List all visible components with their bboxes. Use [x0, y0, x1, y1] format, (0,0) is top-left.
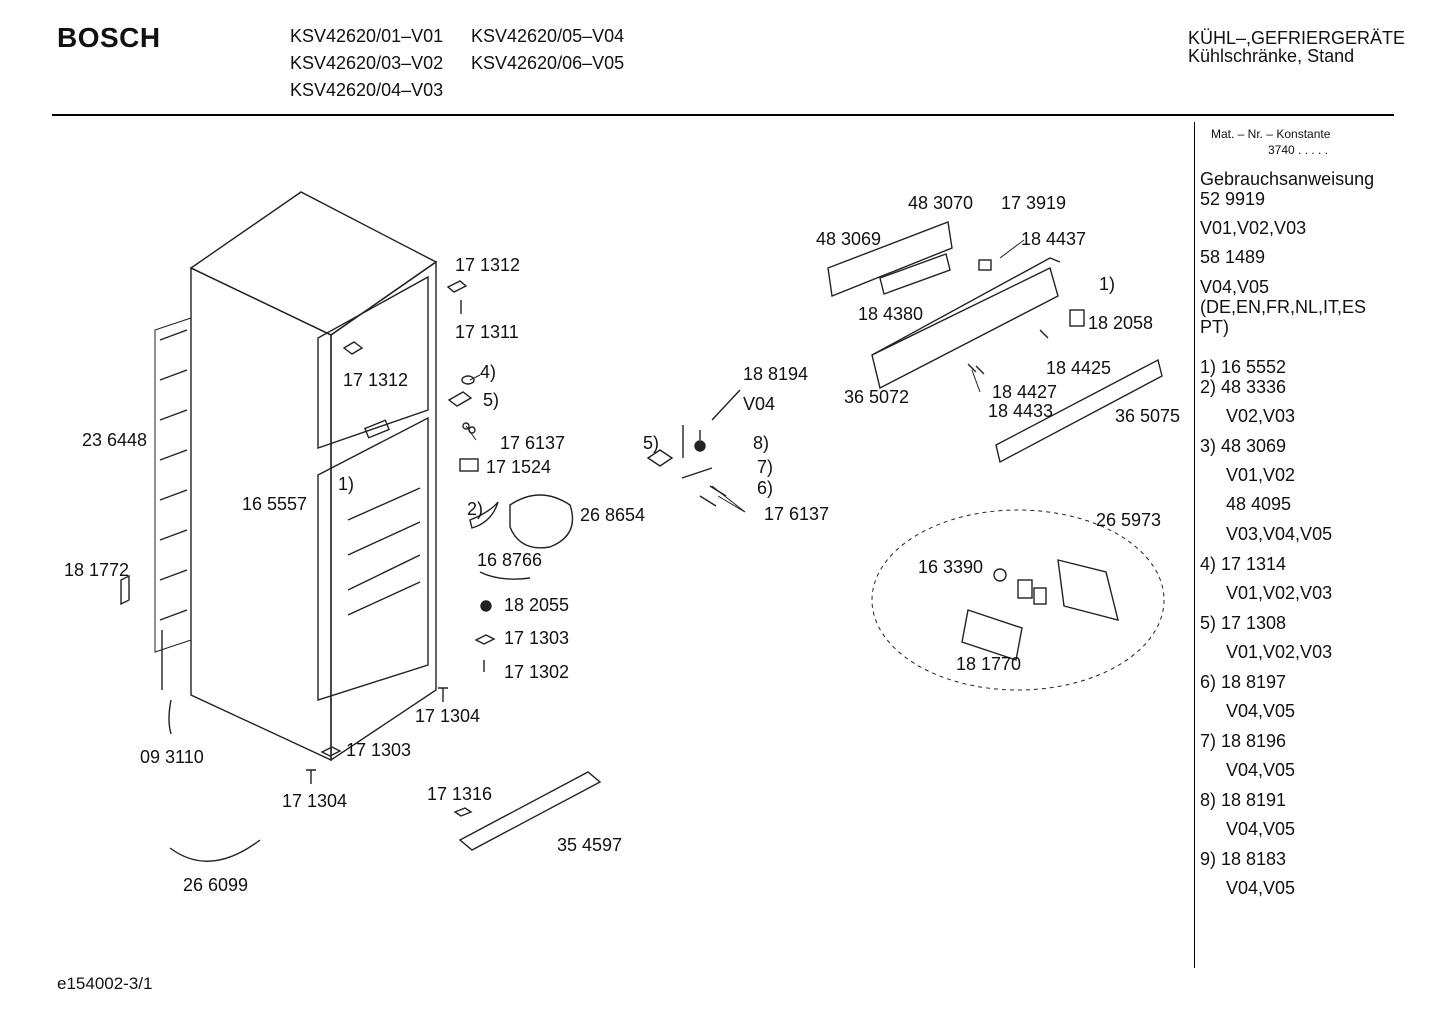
sidebar-line: V04,V05: [1226, 760, 1296, 780]
sidebar-line: V02,V03: [1226, 406, 1296, 426]
part-label: 17 1312: [343, 370, 409, 390]
part-label: 18 8194: [743, 364, 809, 384]
fridge-cabinet: [154, 191, 438, 762]
part-label: 17 6137: [500, 433, 566, 453]
sidebar-line: V04,V05: [1226, 819, 1296, 839]
part-label: 09 3110: [140, 747, 204, 767]
model-number: KSV42620/05–V04: [471, 26, 625, 46]
part-label: 17 1312: [455, 255, 521, 275]
lamp-parts: [961, 559, 1119, 661]
sidebar-line: 7) 18 8196: [1200, 731, 1287, 751]
part-label: 2): [467, 499, 484, 519]
part-label: 6): [757, 478, 774, 498]
sidebar-line: 4) 17 1314: [1200, 554, 1287, 574]
sidebar-line: (DE,EN,FR,NL,IT,ES: [1200, 297, 1367, 317]
part-label: 48 3070: [908, 193, 974, 213]
part-label: 17 6137: [764, 504, 830, 524]
sidebar-line: V01,V02,V03: [1226, 583, 1333, 603]
small-parts-left: [120, 280, 602, 862]
part-label: 1): [1099, 274, 1116, 294]
mat-number-value: 3740 . . . . .: [1268, 143, 1329, 157]
sidebar-line: 8) 18 8191: [1200, 790, 1287, 810]
part-label: 18 4425: [1046, 358, 1112, 378]
part-label: 17 1316: [427, 784, 493, 804]
model-number: KSV42620/06–V05: [471, 53, 625, 73]
sidebar-line: V04,V05: [1226, 701, 1296, 721]
part-label: 17 1304: [415, 706, 481, 726]
sidebar-line: 3) 48 3069: [1200, 436, 1287, 456]
part-label: 26 5973: [1096, 510, 1162, 530]
sidebar-line: 6) 18 8197: [1200, 672, 1287, 692]
part-label: 17 1303: [504, 628, 570, 648]
model-number: KSV42620/03–V02: [290, 53, 444, 73]
sidebar-line: V04,V05: [1200, 277, 1270, 297]
part-label: 26 8654: [580, 505, 646, 525]
part-label: 7): [757, 457, 774, 477]
part-label: 17 1524: [486, 457, 552, 477]
part-label: 17 1304: [282, 791, 348, 811]
part-label: 36 5075: [1115, 406, 1181, 426]
part-label: 18 2058: [1088, 313, 1154, 333]
sidebar-line: V01,V02,V03: [1200, 218, 1307, 238]
part-label: 8): [753, 433, 770, 453]
footer-code: e154002-3/1: [57, 974, 153, 993]
sidebar-line: 52 9919: [1200, 189, 1266, 209]
part-label: 18 4380: [858, 304, 924, 324]
sidebar-line: Gebrauchsanweisung: [1200, 169, 1375, 189]
part-label: 48 3069: [816, 229, 882, 249]
brand-logo: BOSCH: [57, 22, 161, 53]
part-label: 5): [643, 433, 660, 453]
part-label: 18 4427: [992, 382, 1058, 402]
sidebar-line: PT): [1200, 317, 1229, 337]
control-panel: [827, 221, 1163, 464]
part-label: 5): [483, 390, 500, 410]
lamp-assembly-outline: [871, 509, 1165, 691]
part-label: 18 2055: [504, 595, 570, 615]
part-label: 26 6099: [183, 875, 249, 895]
part-label: 16 8766: [477, 550, 543, 570]
category-subtitle: Kühlschränke, Stand: [1188, 46, 1355, 66]
model-number: KSV42620/01–V01: [290, 26, 444, 46]
part-label: 18 1772: [64, 560, 130, 580]
part-label: 16 5557: [242, 494, 308, 514]
sidebar-line: 1) 16 5552: [1200, 357, 1287, 377]
model-number: KSV42620/04–V03: [290, 80, 444, 100]
sidebar-line: V03,V04,V05: [1226, 524, 1333, 544]
header-rule: [52, 114, 1394, 116]
part-label: 36 5072: [844, 387, 910, 407]
part-label: 23 6448: [82, 430, 148, 450]
part-label: 16 3390: [918, 557, 984, 577]
part-label: 17 1303: [346, 740, 412, 760]
part-label: 4): [480, 362, 497, 382]
sidebar-line: 9) 18 8183: [1200, 849, 1287, 869]
sidebar-line: V01,V02: [1226, 465, 1296, 485]
part-label: 18 4433: [988, 401, 1054, 421]
sidebar-line: V04,V05: [1226, 878, 1296, 898]
sidebar-line: 58 1489: [1200, 247, 1266, 267]
sidebar-line: 5) 17 1308: [1200, 613, 1287, 633]
part-label: V04: [743, 394, 776, 414]
small-parts-middle: [646, 389, 741, 507]
mat-number-label: Mat. – Nr. – Konstante: [1211, 127, 1331, 141]
part-label: 17 1311: [455, 322, 519, 342]
sidebar-divider: [1194, 122, 1195, 968]
part-label: 35 4597: [557, 835, 623, 855]
part-label: 1): [338, 474, 355, 494]
part-label: 18 4437: [1021, 229, 1087, 249]
part-label: 17 3919: [1001, 193, 1067, 213]
sidebar-line: V01,V02,V03: [1226, 642, 1333, 662]
part-label: 17 1302: [504, 662, 570, 682]
part-label: 18 1770: [956, 654, 1022, 674]
sidebar-line: 48 4095: [1226, 494, 1292, 514]
category-title: KÜHL–,GEFRIERGERÄTE: [1188, 28, 1406, 48]
sidebar-line: 2) 48 3336: [1200, 377, 1287, 397]
